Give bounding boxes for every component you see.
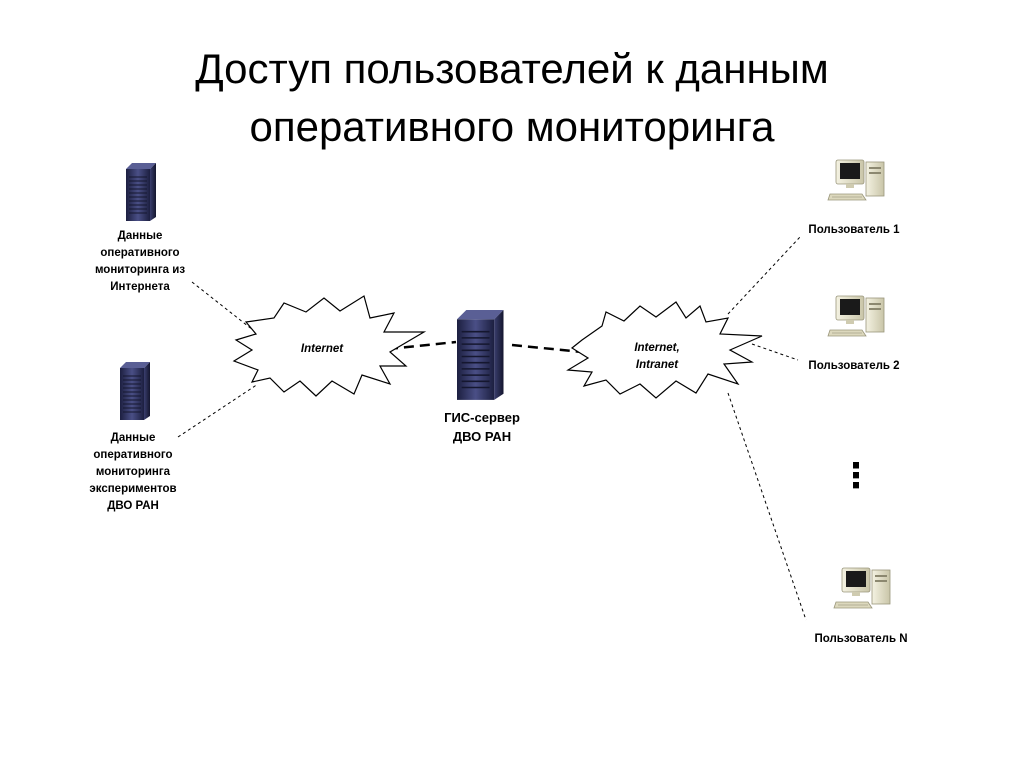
- user-1-label: Пользователь 1: [808, 224, 900, 236]
- internet-data-server-icon: [125, 162, 157, 222]
- link-cloud-server: [387, 340, 457, 351]
- link-user-n: [727, 392, 807, 621]
- user-1-computer-icon: [827, 159, 885, 201]
- intranet-cloud-label: Internet, Intranet: [634, 342, 680, 371]
- ellipsis-more-users: ⋮: [839, 457, 873, 495]
- gis-server-icon: [456, 309, 505, 401]
- user-n-label: Пользователь N: [814, 633, 908, 645]
- link-server-cloud: [511, 343, 583, 354]
- experiment-data-label: Данные оперативного мониторинга эксперим…: [89, 432, 177, 512]
- title-line-1: Доступ пользователей к данным: [195, 45, 829, 92]
- internet-data-label: Данные оперативного мониторинга из Интер…: [94, 230, 186, 293]
- link-experiment-data: [177, 383, 259, 438]
- link-internet-data: [191, 281, 259, 335]
- title-line-2: оперативного мониторинга: [249, 103, 775, 150]
- link-user-2: [751, 343, 799, 361]
- link-user-1: [727, 236, 801, 315]
- intranet-cloud-icon: [566, 301, 763, 399]
- page-title: Доступ пользователей к данным оперативно…: [0, 40, 1024, 156]
- experiment-data-server-icon: [119, 361, 151, 421]
- internet-cloud-icon: [232, 295, 427, 397]
- user-2-computer-icon: [827, 295, 885, 337]
- gis-server-label: ГИС-сервер ДВО РАН: [444, 410, 520, 444]
- internet-cloud-label: Internet: [300, 343, 344, 355]
- user-n-computer-icon: [833, 567, 891, 609]
- user-2-label: Пользователь 2: [808, 360, 900, 372]
